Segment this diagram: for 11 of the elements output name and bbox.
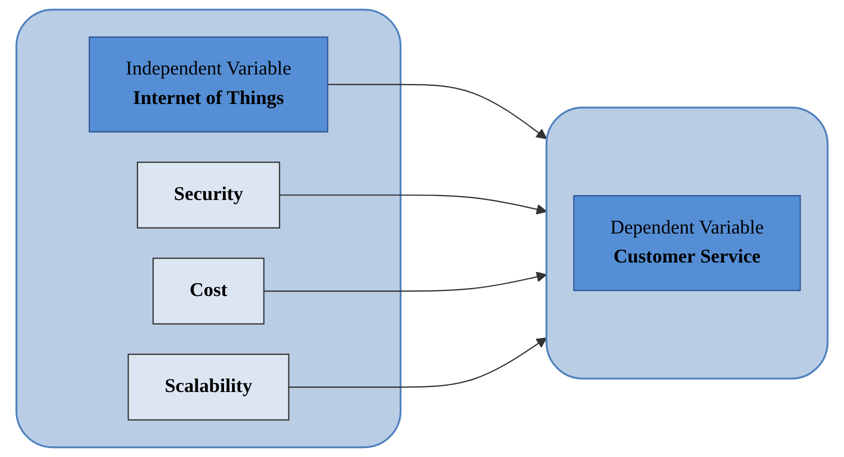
cluster xyxy=(15,8,402,448)
cluster xyxy=(546,106,829,380)
node-box: Dependent Variable Customer Service xyxy=(573,195,801,292)
arrow xyxy=(264,272,547,292)
arrow xyxy=(280,194,547,215)
node-box: Scalability xyxy=(128,354,290,421)
arrow xyxy=(328,84,547,140)
node-box: Independent Variable Internet of Things xyxy=(88,36,328,132)
node-box: Cost xyxy=(152,258,264,325)
arrow xyxy=(288,337,547,388)
node-box: Security xyxy=(136,162,280,228)
